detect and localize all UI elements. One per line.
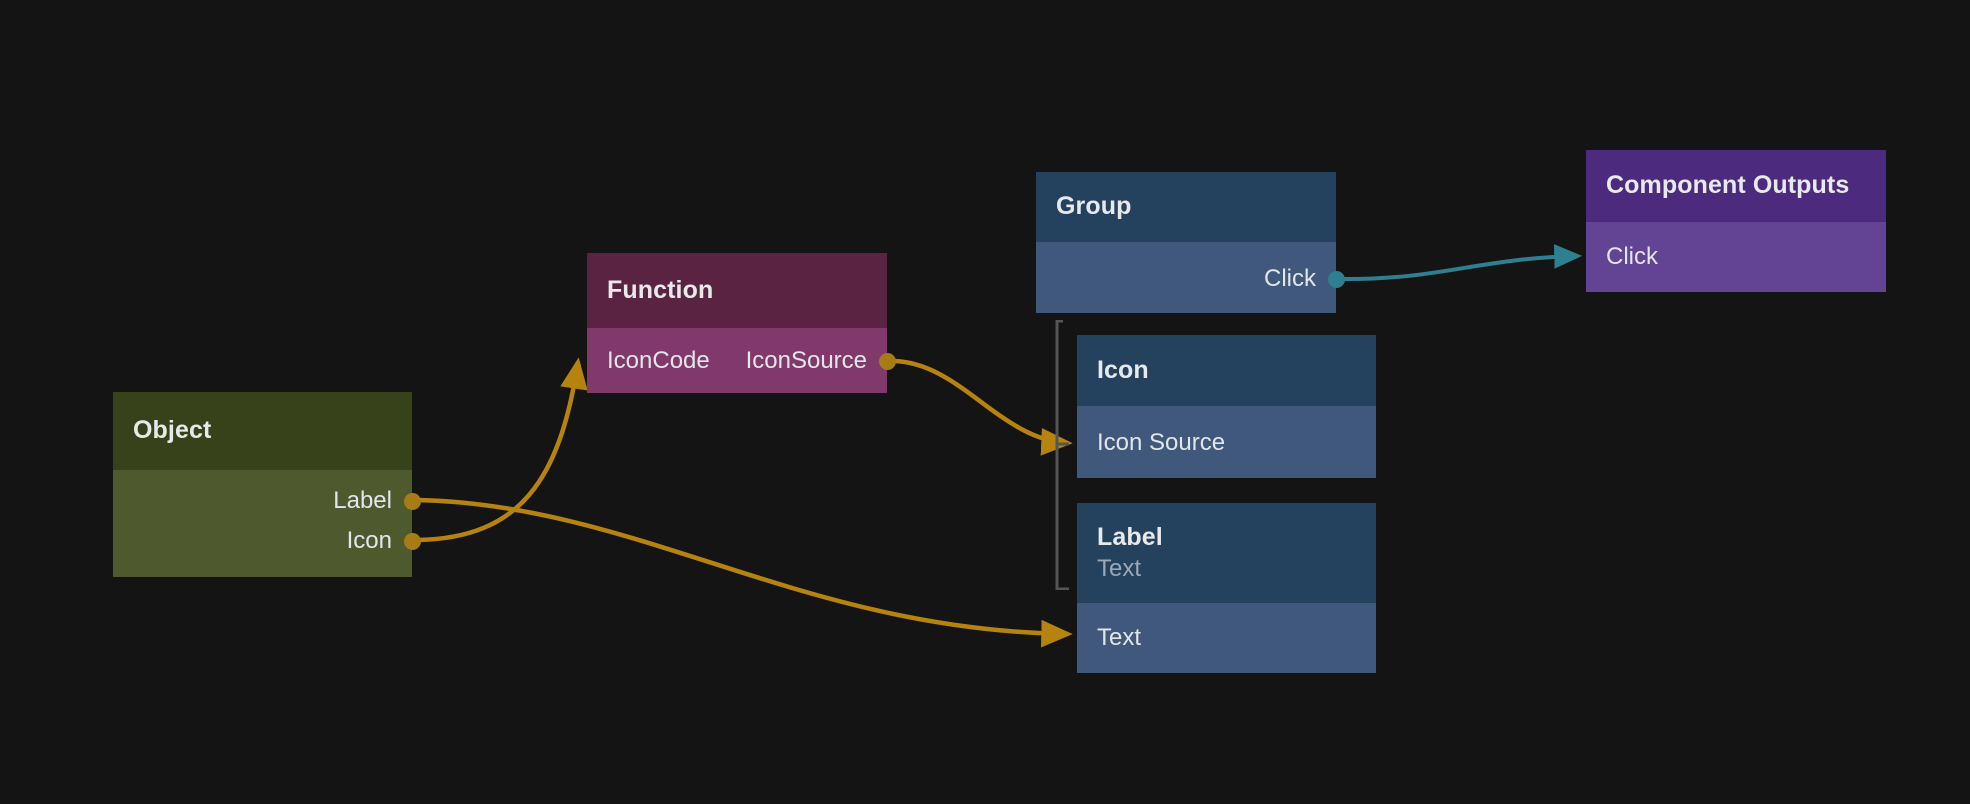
port-component-outputs-click-text: Click [1606, 243, 1658, 270]
node-group-header[interactable]: Group [1036, 172, 1336, 242]
node-label-subtitle: Text [1097, 554, 1142, 582]
port-group-click-dot[interactable] [1328, 271, 1345, 288]
node-function-body: IconCode IconSource [587, 328, 896, 393]
port-object-label-text: Label [333, 487, 392, 514]
port-icon-source-text: Icon Source [1097, 429, 1226, 456]
node-label-body: Text [1077, 603, 1376, 673]
node-label-title: Label [1097, 523, 1163, 552]
node-component-outputs[interactable]: Component Outputs Click [1586, 150, 1886, 292]
port-function-row[interactable]: IconCode IconSource [587, 344, 896, 378]
port-function-iconsource-dot[interactable] [879, 353, 896, 370]
node-icon-title: Icon [1097, 355, 1149, 384]
node-function-title: Function [607, 275, 714, 304]
edge-object-icon-to-function-iconcode [417, 357, 588, 543]
node-object[interactable]: Object Label Icon [113, 392, 421, 577]
edge-function-iconsource-to-icon-source [892, 358, 1073, 456]
node-component-outputs-header[interactable]: Component Outputs [1586, 150, 1886, 222]
node-group-body: Click [1036, 242, 1345, 313]
port-label-text-text: Text [1097, 624, 1142, 651]
node-function[interactable]: Function IconCode IconSource [587, 253, 896, 393]
port-component-outputs-click[interactable]: Click [1586, 240, 1886, 274]
node-icon[interactable]: Icon Icon Source [1077, 335, 1376, 478]
port-icon-source[interactable]: Icon Source [1077, 426, 1376, 460]
node-label-header[interactable]: Label Text [1077, 503, 1376, 603]
edge-object-label-to-label-text [417, 497, 1073, 648]
node-group[interactable]: Group Click [1036, 172, 1345, 313]
node-icon-header[interactable]: Icon [1077, 335, 1376, 406]
port-object-label-dot[interactable] [404, 493, 421, 510]
port-function-iconcode-text: IconCode [607, 347, 710, 374]
node-component-outputs-body: Click [1586, 222, 1886, 292]
node-icon-body: Icon Source [1077, 406, 1376, 478]
port-object-icon-dot[interactable] [404, 533, 421, 550]
port-function-iconsource-text: IconSource [745, 347, 867, 374]
node-group-title: Group [1056, 192, 1132, 221]
edge-group-click-to-component-click [1341, 244, 1583, 282]
port-group-click-text: Click [1264, 265, 1316, 292]
port-group-click[interactable]: Click [1036, 262, 1345, 296]
node-object-body: Label Icon [113, 470, 421, 577]
node-object-header[interactable]: Object [113, 392, 412, 470]
group-children-bracket [1055, 320, 1069, 590]
port-object-icon-text: Icon [346, 527, 392, 554]
node-label[interactable]: Label Text Text [1077, 503, 1376, 673]
port-object-icon[interactable]: Icon [113, 524, 421, 558]
port-object-label[interactable]: Label [113, 484, 421, 518]
node-component-outputs-title: Component Outputs [1606, 171, 1850, 200]
port-label-text[interactable]: Text [1077, 621, 1376, 655]
node-object-title: Object [133, 416, 212, 445]
node-function-header[interactable]: Function [587, 253, 887, 328]
